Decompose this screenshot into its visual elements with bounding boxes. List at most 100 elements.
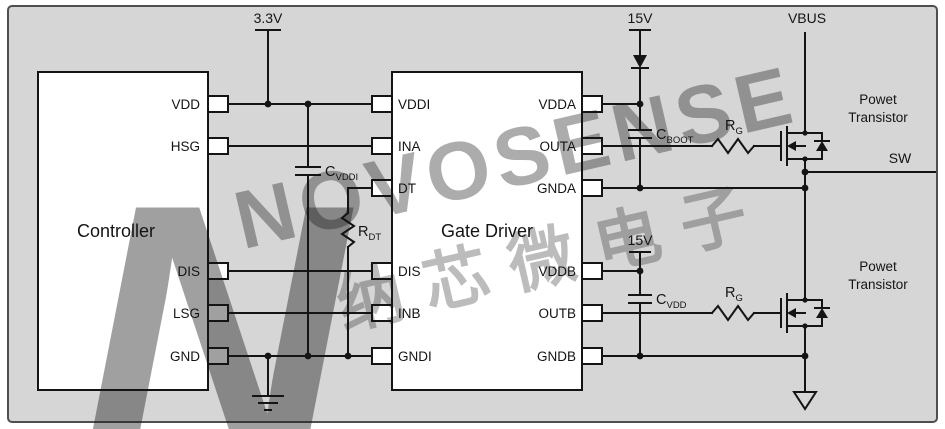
pin-label-dis-driver: DIS xyxy=(398,264,421,279)
pin-label-vddi: VDDI xyxy=(398,97,430,112)
net-label-15v-top: 15V xyxy=(628,10,654,26)
label-c-boot-sub: BOOT xyxy=(666,135,693,146)
pin-gndb xyxy=(581,347,603,365)
controller-box xyxy=(37,71,209,391)
pin-gnd xyxy=(207,347,229,365)
pin-label-hsg: HSG xyxy=(171,139,200,154)
label-r-dt-sub: DT xyxy=(368,232,381,243)
label-rg-top-sub: G xyxy=(735,126,742,137)
label-rg-bot-sub: G xyxy=(735,293,742,304)
pin-outb xyxy=(581,304,603,322)
pin-label-vddb: VDDB xyxy=(538,264,576,279)
transistor-annotations: Powet Transistor Powet Transistor xyxy=(848,92,908,292)
ground-arrow-symbol xyxy=(792,391,818,411)
junction-dot xyxy=(801,352,809,360)
label-c-vddi-ref: C xyxy=(325,164,335,180)
pin-inb xyxy=(371,304,393,322)
pin-lsg xyxy=(207,304,229,322)
label-c-vdd-sub: VDD xyxy=(666,300,686,311)
pin-vdda xyxy=(581,95,603,113)
pin-label-gndi: GNDI xyxy=(398,349,432,364)
diode-bot-triangle xyxy=(816,308,828,318)
junction-dot xyxy=(801,184,809,192)
pin-gnda xyxy=(581,179,603,197)
label-c-vddi-sub: VDDI xyxy=(335,172,358,183)
pin-vdd xyxy=(207,95,229,113)
net-label-vbus: VBUS xyxy=(788,10,826,26)
pin-label-dis: DIS xyxy=(177,264,200,279)
diode-boot-triangle xyxy=(633,55,647,68)
pin-label-vdda: VDDA xyxy=(538,97,576,112)
pin-labels: VDD HSG DIS LSG GND VDDI INA DT DIS INB … xyxy=(170,97,576,364)
pin-gndi xyxy=(371,347,393,365)
pin-label-gnd: GND xyxy=(170,349,200,364)
junction-dot xyxy=(636,352,644,360)
net-label-3v3: 3.3V xyxy=(254,10,283,26)
label-rg-bot: RG xyxy=(725,285,743,304)
pin-dt xyxy=(371,179,393,197)
pin-label-gndb: GNDB xyxy=(537,349,576,364)
resistor-rdt xyxy=(340,211,356,249)
net-label-sw: SW xyxy=(889,150,912,166)
gate-driver-box xyxy=(391,71,583,391)
pin-label-gnda: GNDA xyxy=(537,181,576,196)
label-c-vddi: CVDDI xyxy=(325,164,358,183)
junction-dot xyxy=(264,100,272,108)
pin-dis-driver xyxy=(371,262,393,280)
component-labels: CVDDI RDT CBOOT CVDD RG RG xyxy=(325,118,743,311)
label-r-dt: RDT xyxy=(358,224,381,243)
label-c-boot-ref: C xyxy=(656,127,666,143)
pin-dis xyxy=(207,262,229,280)
label-c-vdd-ref: C xyxy=(656,292,666,308)
label-r-dt-ref: R xyxy=(358,224,368,240)
junction-dot xyxy=(802,297,808,303)
pin-boxes xyxy=(207,95,603,365)
mosfet-bot-arrow xyxy=(787,308,796,318)
pin-vddi xyxy=(371,95,393,113)
pin-outa xyxy=(581,137,603,155)
junction-dot xyxy=(636,184,644,192)
pin-label-dt: DT xyxy=(398,181,416,196)
pin-label-lsg: LSG xyxy=(173,306,200,321)
wire-layer xyxy=(227,29,936,411)
annotation-transistor-bot-line2: Transistor xyxy=(848,277,908,292)
label-c-vdd: CVDD xyxy=(656,292,687,311)
symbol-fills xyxy=(633,55,828,318)
junction-dot xyxy=(636,267,644,275)
label-rg-top: RG xyxy=(725,118,743,137)
pin-label-vdd: VDD xyxy=(171,97,200,112)
pin-label-inb: INB xyxy=(398,306,421,321)
watermark-logo-n: N xyxy=(80,128,358,429)
resistor-rg-bot xyxy=(710,304,756,322)
junction-dots xyxy=(264,100,809,360)
junction-dot xyxy=(304,352,312,360)
mosfet-top-arrow xyxy=(787,141,796,151)
junction-dot xyxy=(304,100,312,108)
label-rg-bot-ref: R xyxy=(725,285,735,301)
net-label-15v-bot: 15V xyxy=(628,232,654,248)
junction-dot xyxy=(802,156,808,162)
pin-label-ina: INA xyxy=(398,139,421,154)
junction-dot xyxy=(636,100,644,108)
pin-ina xyxy=(371,137,393,155)
junction-dot xyxy=(264,352,272,360)
pin-vddb xyxy=(581,262,603,280)
controller-title: Controller xyxy=(77,221,155,241)
junction-dot xyxy=(802,323,808,329)
annotation-transistor-bot-line1: Powet xyxy=(859,259,897,274)
annotation-transistor-top-line1: Powet xyxy=(859,92,897,107)
label-c-boot: CBOOT xyxy=(656,127,694,146)
block-layer: Controller Gate Driver xyxy=(37,71,583,391)
pin-label-outb: OUTB xyxy=(538,306,576,321)
gate-driver-title: Gate Driver xyxy=(441,221,533,241)
pin-hsg xyxy=(207,137,229,155)
junction-dot xyxy=(344,352,352,360)
diode-top-triangle xyxy=(816,141,828,151)
resistor-rg-top xyxy=(710,137,756,155)
pin-label-outa: OUTA xyxy=(540,139,577,154)
net-labels: 3.3V 15V 15V VBUS SW xyxy=(254,10,912,248)
watermark-layer: N NOVOSENSE 纳芯微电子 xyxy=(80,49,806,429)
junction-dot xyxy=(802,130,808,136)
